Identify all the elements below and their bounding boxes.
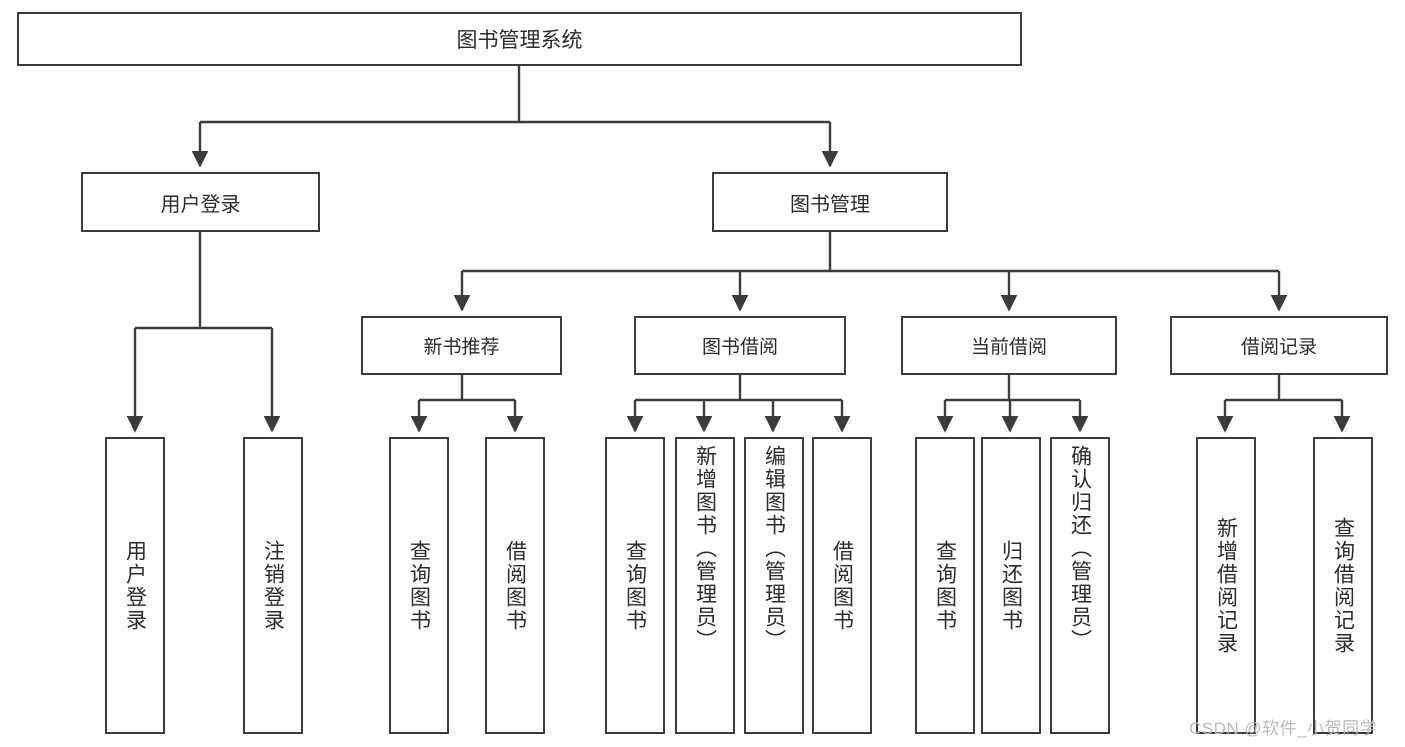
node-leaf-borrow-book-1-label: 借阅图书: [503, 539, 527, 632]
node-leaf-add-book[interactable]: 新增图书（管理员）: [675, 437, 735, 734]
node-leaf-query-book-2-label: 查询图书: [623, 539, 647, 632]
node-current-borrow[interactable]: 当前借阅: [901, 316, 1117, 375]
node-leaf-query-book-2[interactable]: 查询图书: [605, 437, 665, 734]
node-book-borrow-label: 图书借阅: [701, 337, 778, 358]
node-leaf-add-record-label: 新增借阅记录: [1214, 516, 1238, 655]
node-root-label: 图书管理系统: [456, 29, 583, 52]
node-leaf-borrow-book-2[interactable]: 借阅图书: [812, 437, 872, 734]
node-leaf-return-book[interactable]: 归还图书: [981, 437, 1041, 734]
csdn-watermark: CSDN @软件_小贺同学: [1189, 719, 1378, 738]
node-leaf-add-record[interactable]: 新增借阅记录: [1196, 437, 1256, 734]
node-leaf-edit-book-label: 编辑图书（管理员）: [762, 445, 786, 652]
node-leaf-query-book-1[interactable]: 查询图书: [389, 437, 449, 734]
node-user-login[interactable]: 用户登录: [81, 172, 320, 232]
node-leaf-confirm-return[interactable]: 确认归还（管理员）: [1050, 437, 1110, 734]
node-user-login-label: 用户登录: [160, 193, 241, 216]
node-leaf-edit-book[interactable]: 编辑图书（管理员）: [744, 437, 804, 734]
node-root[interactable]: 图书管理系统: [17, 12, 1022, 66]
node-book-borrow[interactable]: 图书借阅: [634, 316, 846, 375]
node-borrow-record[interactable]: 借阅记录: [1170, 316, 1388, 375]
node-leaf-user-login-label: 用户登录: [123, 539, 147, 632]
node-leaf-return-book-label: 归还图书: [999, 539, 1023, 632]
node-leaf-query-record[interactable]: 查询借阅记录: [1313, 437, 1373, 734]
node-current-borrow-label: 当前借阅: [970, 337, 1047, 358]
node-book-management[interactable]: 图书管理: [712, 172, 948, 232]
node-leaf-user-logout-label: 注销登录: [261, 539, 285, 632]
node-leaf-user-login[interactable]: 用户登录: [105, 437, 165, 734]
node-leaf-confirm-return-label: 确认归还（管理员）: [1068, 445, 1092, 652]
node-new-book-recommend[interactable]: 新书推荐: [361, 316, 562, 375]
node-leaf-query-book-1-label: 查询图书: [407, 539, 431, 632]
node-leaf-borrow-book-2-label: 借阅图书: [830, 539, 854, 632]
node-book-management-label: 图书管理: [790, 193, 870, 216]
node-leaf-query-book-3[interactable]: 查询图书: [915, 437, 975, 734]
node-new-book-recommend-label: 新书推荐: [423, 337, 500, 358]
node-leaf-borrow-book-1[interactable]: 借阅图书: [485, 437, 545, 734]
node-leaf-query-record-label: 查询借阅记录: [1331, 516, 1355, 655]
node-leaf-query-book-3-label: 查询图书: [933, 539, 957, 632]
node-borrow-record-label: 借阅记录: [1240, 337, 1317, 358]
node-leaf-add-book-label: 新增图书（管理员）: [693, 445, 717, 652]
node-leaf-user-logout[interactable]: 注销登录: [243, 437, 303, 734]
